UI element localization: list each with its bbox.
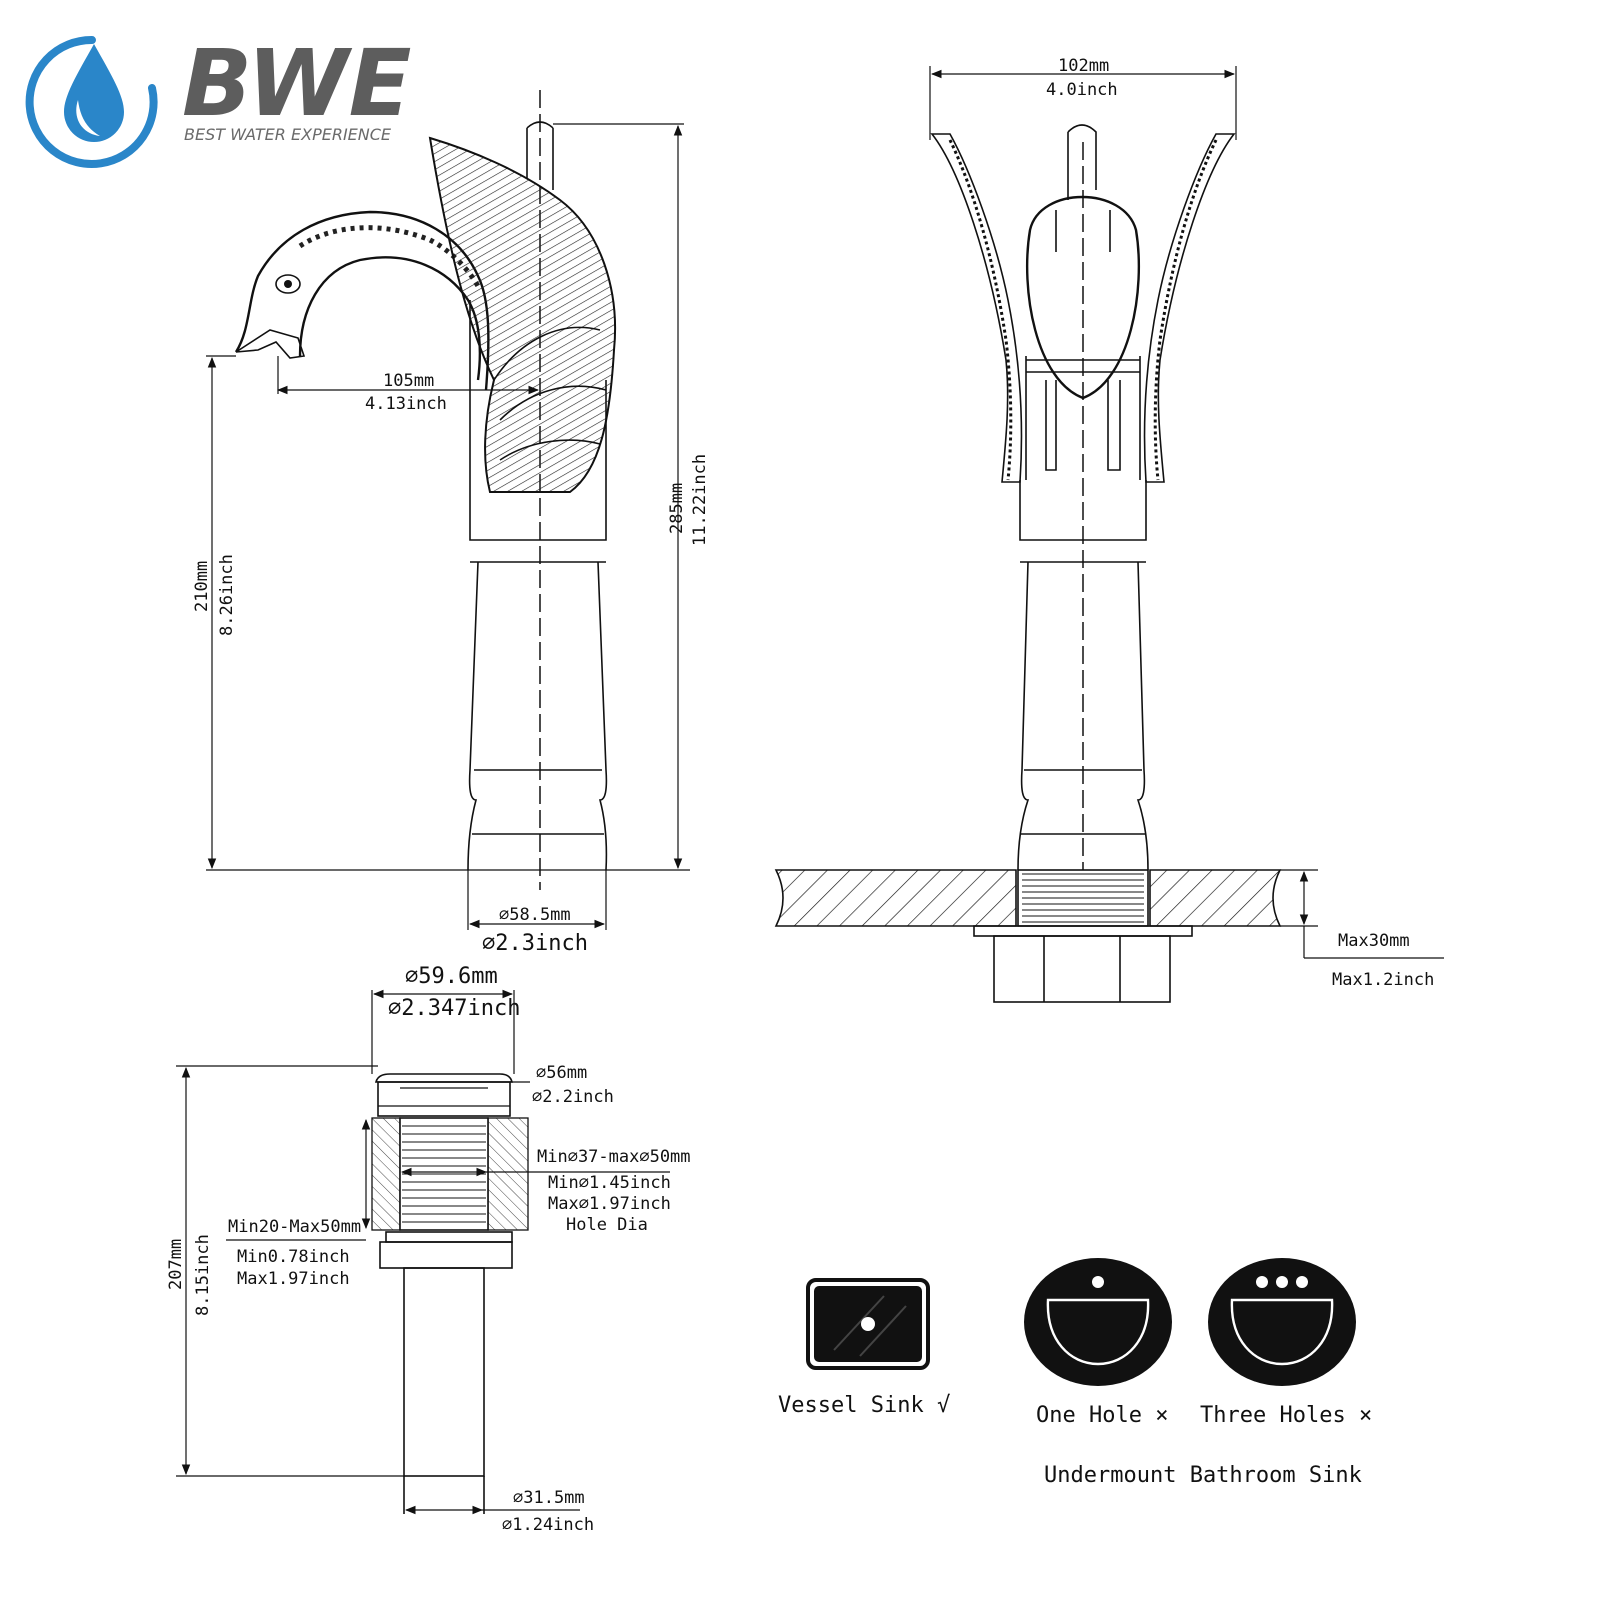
flange-dia-mm: ⌀56mm bbox=[536, 1063, 587, 1083]
water-drop-icon bbox=[25, 35, 158, 168]
thickness-min-inch: Min0.78inch bbox=[237, 1247, 350, 1267]
brand-tagline: BEST WATER EXPERIENCE bbox=[184, 125, 392, 144]
spout-height-mm: 210mm bbox=[192, 561, 212, 612]
one-hole-sink-icon bbox=[1024, 1258, 1172, 1386]
total-height-mm: 285mm bbox=[667, 483, 687, 534]
three-holes-sink-label: Three Holes × bbox=[1200, 1403, 1372, 1428]
spout-reach-inch: 4.13inch bbox=[365, 394, 447, 414]
swan-eye bbox=[275, 274, 301, 294]
spout-height-inch: 8.26inch bbox=[217, 554, 237, 636]
vessel-sink-icon bbox=[806, 1278, 930, 1370]
three-holes-sink-icon bbox=[1208, 1258, 1356, 1386]
hole-dia-max-inch: Max⌀1.97inch bbox=[548, 1194, 671, 1214]
mount-nut bbox=[993, 935, 1171, 1003]
tail-dia-inch: ⌀1.24inch bbox=[502, 1515, 594, 1535]
sink-compatibility: Vessel Sink √ One Hole × Three Holes × U… bbox=[778, 1258, 1372, 1488]
sink-section-right bbox=[487, 1117, 529, 1231]
drain-flange bbox=[377, 1081, 511, 1117]
brand-name: BWE bbox=[182, 30, 411, 137]
pop-up-drain: ⌀59.6mm ⌀2.347inch ⌀56mm ⌀2.2inch Min⌀37… bbox=[166, 964, 691, 1535]
thickness-max-inch: Max1.97inch bbox=[237, 1269, 350, 1289]
drain-height-mm: 207mm bbox=[166, 1239, 186, 1290]
total-height-inch: 11.22inch bbox=[690, 454, 710, 546]
countertop-section-right bbox=[1149, 869, 1282, 927]
tail-dia-mm: ⌀31.5mm bbox=[513, 1488, 585, 1508]
sink-section-left bbox=[371, 1117, 401, 1231]
swan-wing bbox=[428, 136, 616, 493]
base-dia-mm: ⌀58.5mm bbox=[499, 905, 571, 925]
cap-dia-inch: ⌀2.347inch bbox=[388, 996, 520, 1021]
drain-height-inch: 8.15inch bbox=[193, 1234, 213, 1316]
deck-max-inch: Max1.2inch bbox=[1332, 970, 1434, 990]
faucet-front-view: 102mm 4.0inch bbox=[774, 56, 1444, 1003]
hole-dia-min-inch: Min⌀1.45inch bbox=[548, 1173, 671, 1193]
front-body-column bbox=[1017, 561, 1149, 871]
swan-beak bbox=[235, 329, 306, 359]
hole-dia-label: Hole Dia bbox=[566, 1215, 648, 1235]
drain-tailpipe bbox=[403, 1267, 485, 1477]
cap-dia-mm: ⌀59.6mm bbox=[405, 964, 498, 989]
spout-reach-mm: 105mm bbox=[383, 371, 434, 391]
side-body-column bbox=[467, 561, 608, 871]
vessel-sink-label: Vessel Sink √ bbox=[778, 1393, 950, 1418]
front-wing-left bbox=[930, 133, 1023, 483]
flange-dia-inch: ⌀2.2inch bbox=[532, 1087, 614, 1107]
side-body-upper bbox=[469, 300, 607, 541]
front-handle-lever bbox=[1067, 124, 1097, 200]
front-swan-head bbox=[1025, 195, 1141, 400]
front-width-inch: 4.0inch bbox=[1046, 80, 1118, 100]
base-dia-inch: ⌀2.3inch bbox=[482, 931, 588, 956]
drain-cap bbox=[374, 1073, 514, 1083]
drain-washer bbox=[385, 1231, 513, 1243]
front-width-mm: 102mm bbox=[1058, 56, 1109, 76]
thickness-mm: Min20-Max50mm bbox=[228, 1217, 361, 1237]
side-handle-lever bbox=[526, 121, 554, 190]
drain-lock-nut bbox=[379, 1241, 513, 1269]
hole-dia-mm: Min⌀37-max⌀50mm bbox=[537, 1147, 691, 1167]
faucet-side-view: 105mm 4.13inch 210mm 8.26inch 285mm 11.2… bbox=[192, 90, 710, 956]
front-wing-right bbox=[1143, 133, 1236, 483]
front-neck-block bbox=[1025, 356, 1141, 480]
undermount-sink-label: Undermount Bathroom Sink bbox=[1044, 1463, 1362, 1488]
deck-max-mm: Max30mm bbox=[1338, 931, 1410, 951]
one-hole-sink-label: One Hole × bbox=[1036, 1403, 1168, 1428]
brand-logo: BWE BEST WATER EXPERIENCE bbox=[25, 30, 411, 168]
countertop-section-left bbox=[774, 869, 1017, 927]
mount-washer bbox=[973, 925, 1193, 937]
